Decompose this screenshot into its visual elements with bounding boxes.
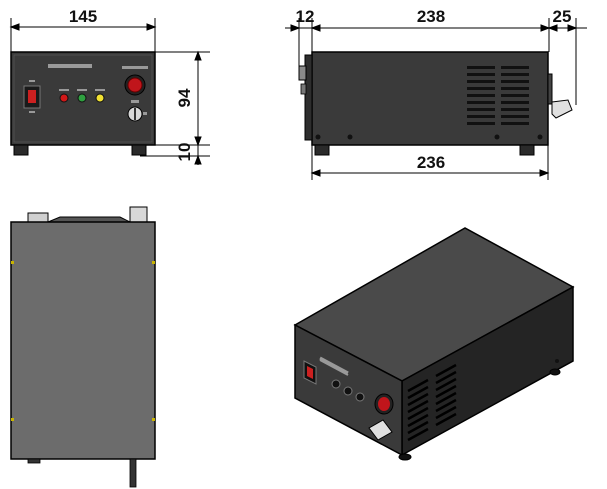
side-screws xyxy=(315,134,543,140)
side-panel xyxy=(311,51,549,146)
iso-brand-logo xyxy=(319,359,349,376)
iso-vent-slots xyxy=(407,363,457,442)
iso-led-1 xyxy=(331,379,341,389)
front-panel-edge xyxy=(547,73,553,105)
front-left-foot xyxy=(13,144,29,156)
foot-height-label: 10 xyxy=(175,143,194,162)
iso-led-3 xyxy=(355,392,365,402)
indicator-led-icon xyxy=(59,89,105,103)
top-panel-screws xyxy=(11,261,155,421)
brand-logo xyxy=(48,64,92,68)
vent-slot-icon xyxy=(467,66,529,125)
key-switch-side-icon xyxy=(551,99,573,119)
front-view: 145 94 10 xyxy=(9,7,210,165)
top-key-switch xyxy=(129,206,148,223)
side-front-foot xyxy=(519,144,535,156)
front-width-label: 145 xyxy=(69,7,97,26)
front-height-label: 94 xyxy=(175,88,194,107)
rear-connector xyxy=(298,65,307,81)
power-switch-icon xyxy=(28,90,36,103)
side-rear-offset-label: 12 xyxy=(296,7,315,26)
top-key-stem xyxy=(129,458,137,488)
iso-key-switch xyxy=(368,419,393,441)
side-length-label: 238 xyxy=(417,7,445,26)
side-bottom-dimension xyxy=(310,145,550,180)
side-view: 12 238 25 236 xyxy=(285,7,587,180)
top-view xyxy=(10,206,156,488)
top-panel xyxy=(10,221,156,460)
side-top-dimensions xyxy=(285,18,587,105)
top-rear-connector xyxy=(27,212,49,223)
front-height-dimension xyxy=(140,50,210,165)
key-switch-icon xyxy=(127,100,147,122)
side-front-offset-label: 25 xyxy=(553,7,572,26)
iso-foot-front xyxy=(398,453,412,461)
side-base-length-label: 236 xyxy=(417,153,445,172)
side-rear-foot xyxy=(314,144,330,156)
front-right-foot xyxy=(131,144,147,156)
front-panel-bezel xyxy=(13,54,153,143)
emergency-stop-icon xyxy=(122,66,148,96)
front-width-dimension xyxy=(9,18,157,52)
iso-foot-rear xyxy=(549,368,561,376)
iso-led-2 xyxy=(343,386,353,396)
isometric-view xyxy=(293,227,575,461)
rear-plate xyxy=(304,54,313,141)
